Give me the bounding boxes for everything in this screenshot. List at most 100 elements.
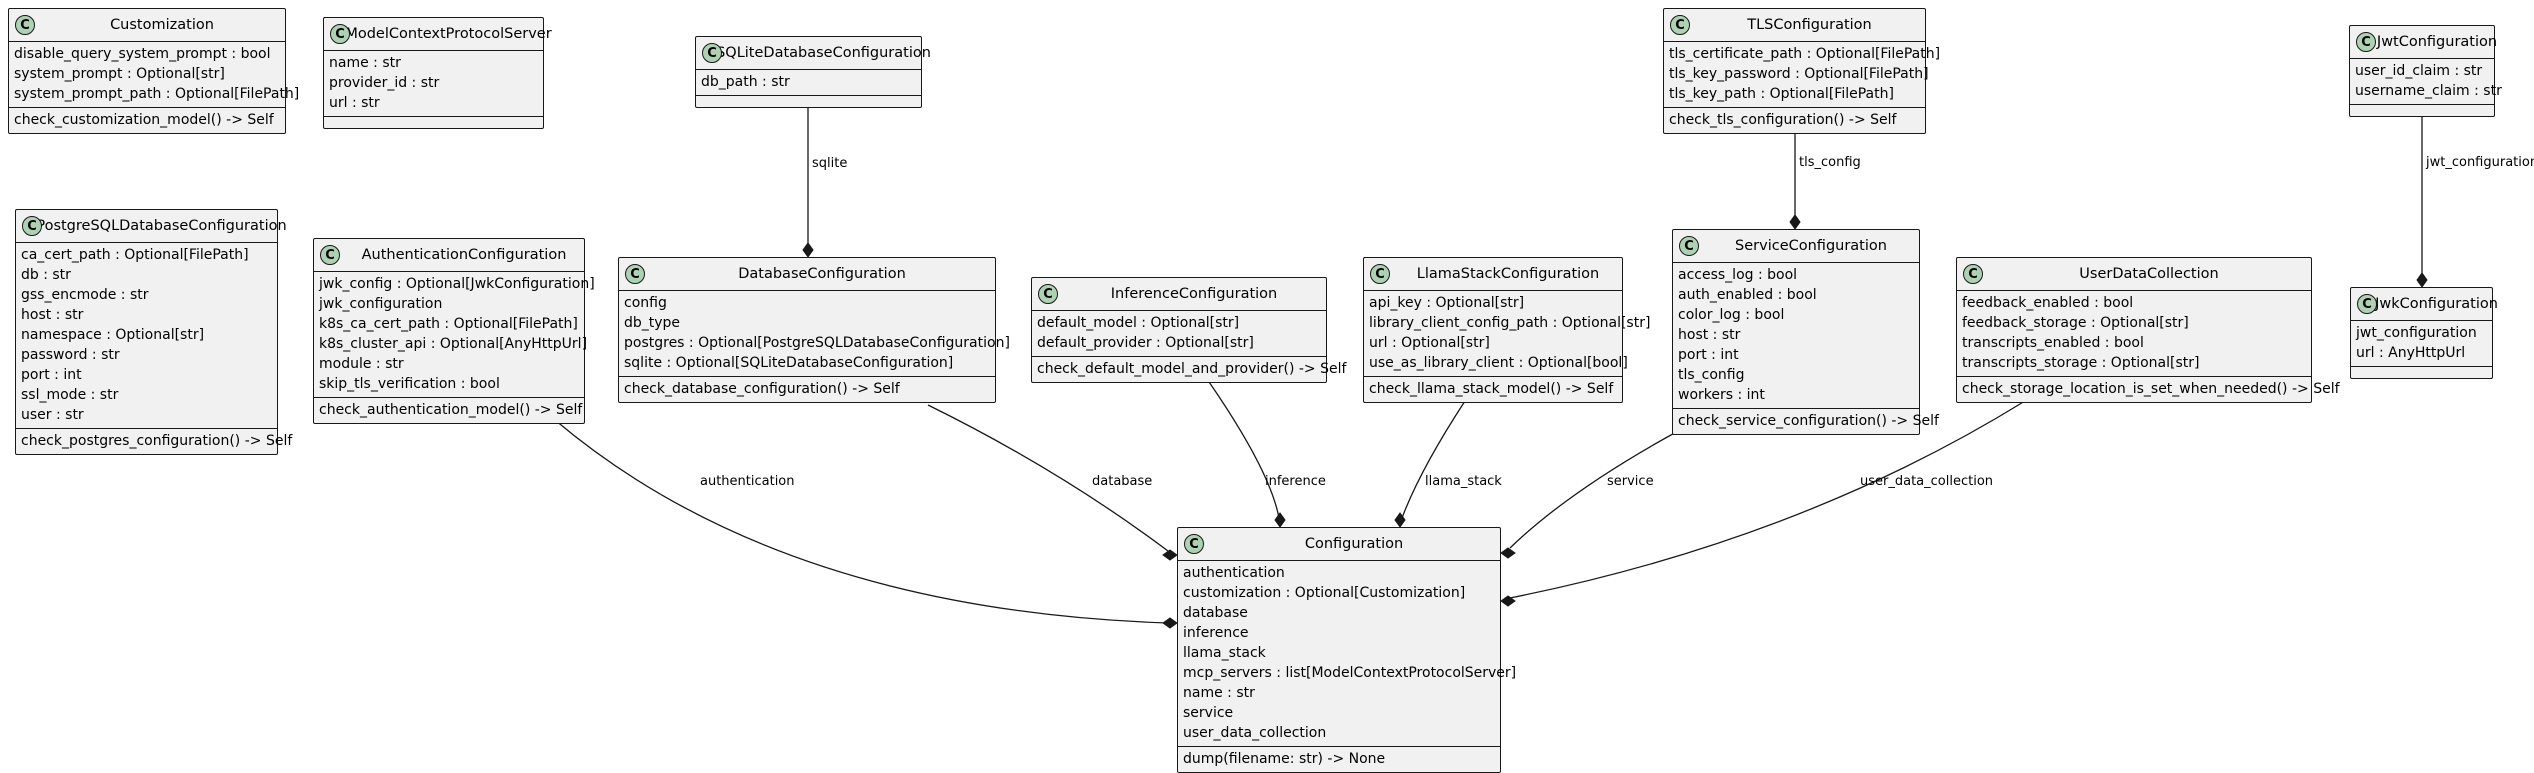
- class-field: namespace : Optional[str]: [21, 327, 205, 343]
- edge-service: [1509, 429, 1681, 549]
- class-stereotype-icon: C: [702, 43, 722, 63]
- class-methods: [324, 116, 543, 128]
- class-field: user_id_claim : str: [2355, 63, 2483, 79]
- class-field: default_provider : Optional[str]: [1037, 335, 1254, 351]
- class-field: db : str: [21, 267, 71, 283]
- class-field: mcp_servers : list[ModelContextProtocolS…: [1183, 665, 1517, 681]
- edge-label-database: database: [1092, 474, 1153, 489]
- composition-diamond-icon: [1500, 547, 1516, 559]
- class-stereotype-icon: C: [1670, 15, 1690, 35]
- class-field: module : str: [319, 356, 404, 372]
- class-field: name : str: [329, 55, 401, 71]
- class-field: jwk_config : Optional[JwkConfiguration]: [319, 276, 595, 292]
- composition-diamond-icon: [1500, 595, 1516, 607]
- class-stereotype-icon: C: [1370, 264, 1390, 284]
- edge-authentication: [554, 419, 1169, 624]
- class-field: gss_encmode : str: [21, 287, 149, 303]
- class-field: db_path : str: [701, 74, 790, 90]
- class-stereotype-icon: C: [2356, 32, 2376, 52]
- composition-diamond-icon: [1274, 512, 1286, 528]
- class-field: k8s_ca_cert_path : Optional[FilePath]: [319, 316, 578, 332]
- class-field: api_key : Optional[str]: [1369, 295, 1525, 311]
- composition-diamond-icon: [2416, 272, 2428, 288]
- class-field: auth_enabled : bool: [1678, 287, 1817, 303]
- class-fields: default_model : Optional[str] default_pro…: [1032, 310, 1326, 356]
- class-field: url : Optional[str]: [1369, 335, 1490, 351]
- class-field: port : int: [1678, 347, 1739, 363]
- class-stereotype-icon: C: [22, 216, 42, 236]
- class-field: host : str: [1678, 327, 1741, 343]
- class-field: postgres : Optional[PostgreSQLDatabaseCo…: [624, 335, 1010, 351]
- class-field: llama_stack: [1183, 645, 1266, 661]
- class-field: password : str: [21, 347, 120, 363]
- class-name: ModelContextProtocolServer: [345, 26, 552, 42]
- class-field: workers : int: [1678, 387, 1765, 403]
- class-stereotype-icon: C: [1038, 284, 1058, 304]
- class-fields: db_path : str: [696, 69, 921, 95]
- class-field: transcripts_storage : Optional[str]: [1962, 355, 2200, 371]
- composition-diamond-icon: [1394, 512, 1406, 528]
- edge-label-llama: llama_stack: [1425, 474, 1502, 489]
- class-field: feedback_enabled : bool: [1962, 295, 2134, 311]
- class-stereotype-icon: C: [625, 264, 645, 284]
- class-methods: check_default_model_and_provider() -> Se…: [1032, 356, 1347, 382]
- class-methods: [2351, 366, 2492, 378]
- class-field: access_log : bool: [1678, 267, 1798, 283]
- class-stereotype-icon: C: [330, 24, 350, 44]
- class-field: k8s_cluster_api : Optional[AnyHttpUrl]: [319, 336, 588, 352]
- class-methods: check_storage_location_is_set_when_neede…: [1957, 376, 2340, 402]
- class-field: database: [1183, 605, 1248, 621]
- class-stereotype-icon: C: [1963, 264, 1983, 284]
- class-field: authentication: [1183, 565, 1285, 581]
- class-methods: check_customization_model() -> Self: [9, 107, 285, 133]
- class-fields: tls_certificate_path : Optional[FilePath…: [1664, 41, 1940, 107]
- class-method: check_service_configuration() -> Self: [1678, 413, 1939, 429]
- class-header: C TLSConfiguration: [1664, 9, 1925, 41]
- class-field: jwk_configuration: [319, 296, 443, 312]
- class-method: check_default_model_and_provider() -> Se…: [1037, 361, 1347, 377]
- class-methods: check_database_configuration() -> Self: [619, 376, 995, 402]
- class-field: ca_cert_path : Optional[FilePath]: [21, 247, 249, 263]
- class-methods: check_llama_stack_model() -> Self: [1364, 376, 1622, 402]
- class-name: TLSConfiguration: [1747, 17, 1872, 33]
- class-name: PostgreSQLDatabaseConfiguration: [36, 218, 287, 234]
- class-name: DatabaseConfiguration: [738, 266, 906, 282]
- class-methods: dump(filename: str) -> None: [1178, 746, 1500, 772]
- edge-label-inference: inference: [1265, 474, 1326, 489]
- class-field: service: [1183, 705, 1234, 721]
- class-name: AuthenticationConfiguration: [361, 247, 567, 263]
- class-name: Customization: [110, 17, 214, 33]
- class-field: ssl_mode : str: [21, 387, 119, 403]
- composition-diamond-icon: [802, 242, 814, 258]
- edge-inference: [1206, 378, 1280, 519]
- class-field: disable_query_system_prompt : bool: [14, 46, 271, 62]
- class-field: library_client_config_path : Optional[st…: [1369, 315, 1651, 331]
- class-field: default_model : Optional[str]: [1037, 315, 1240, 331]
- edge-label-service: service: [1607, 474, 1654, 489]
- class-methods: check_service_configuration() -> Self: [1673, 408, 1939, 434]
- class-fields: api_key : Optional[str] library_client_co…: [1364, 290, 1651, 376]
- class-name: JwtConfiguration: [2376, 34, 2498, 50]
- composition-diamond-icon: [1162, 617, 1178, 629]
- class-method: check_authentication_model() -> Self: [319, 402, 583, 418]
- edge-label-tls: tls_config: [1799, 155, 1861, 170]
